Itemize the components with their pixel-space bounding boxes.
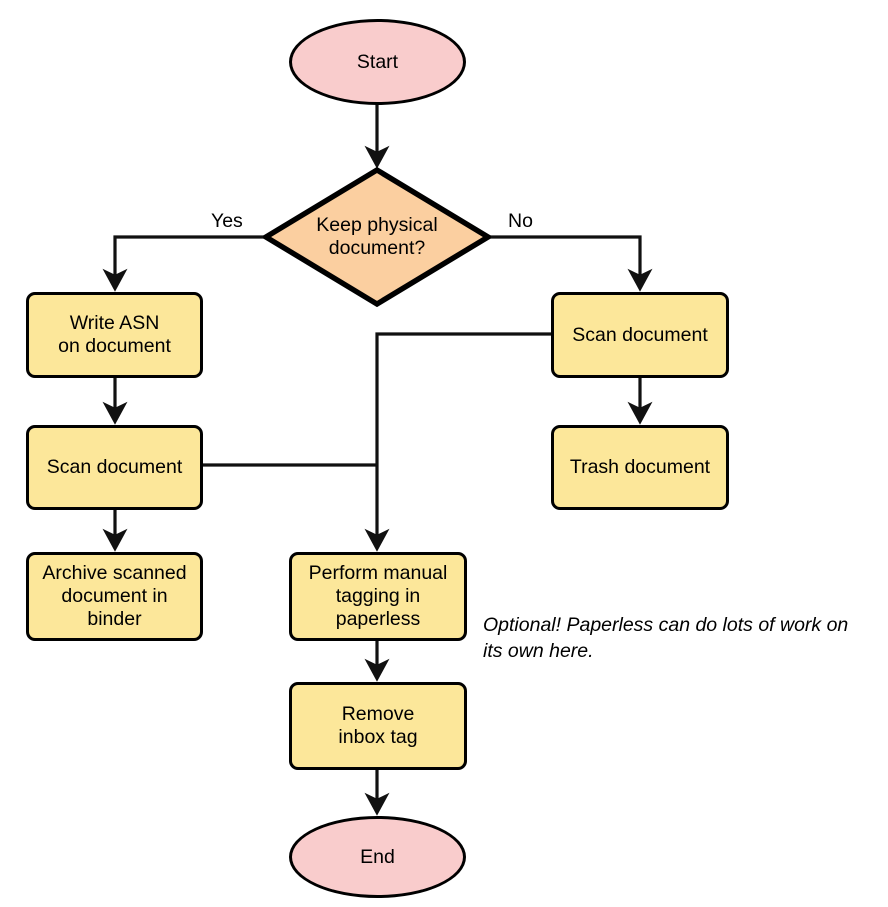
node-perform-manual-tagging-label: Perform manual tagging in paperless <box>308 562 448 630</box>
node-perform-manual-tagging[interactable]: Perform manual tagging in paperless <box>289 552 467 641</box>
edge-decision-no-to-scan-right <box>490 235 653 292</box>
node-trash-document[interactable]: Trash document <box>551 425 729 510</box>
node-start[interactable]: Start <box>289 19 466 105</box>
edge-scan-right-to-tagging <box>364 332 551 552</box>
edge-decision-yes-to-write-asn <box>102 235 264 292</box>
node-scan-document-left[interactable]: Scan document <box>26 425 203 510</box>
node-archive-scanned-document-label: Archive scanned document in binder <box>42 562 187 630</box>
node-keep-physical-document[interactable]: Keep physical document? <box>263 167 491 307</box>
node-archive-scanned-document[interactable]: Archive scanned document in binder <box>26 552 203 641</box>
node-scan-document-left-label: Scan document <box>46 456 183 478</box>
node-start-label: Start <box>356 50 399 73</box>
node-remove-inbox-tag-label: Remove inbox tag <box>338 703 418 748</box>
node-end-label: End <box>360 845 395 868</box>
node-scan-document-right-label: Scan document <box>572 323 708 346</box>
node-end[interactable]: End <box>289 816 466 898</box>
node-remove-inbox-tag[interactable]: Remove inbox tag <box>289 682 467 770</box>
node-trash-document-label: Trash document <box>569 456 711 478</box>
node-write-asn-on-document-label: Write ASN on document <box>58 312 171 357</box>
edge-label-no: No <box>508 210 533 232</box>
node-keep-physical-document-label: Keep physical document? <box>316 214 438 259</box>
node-write-asn-on-document[interactable]: Write ASN on document <box>26 292 203 378</box>
decision-diamond-shape <box>263 167 491 307</box>
edge-label-yes: Yes <box>211 210 243 232</box>
optional-note: Optional! Paperless can do lots of work … <box>483 614 849 662</box>
node-scan-document-right[interactable]: Scan document <box>551 292 729 378</box>
